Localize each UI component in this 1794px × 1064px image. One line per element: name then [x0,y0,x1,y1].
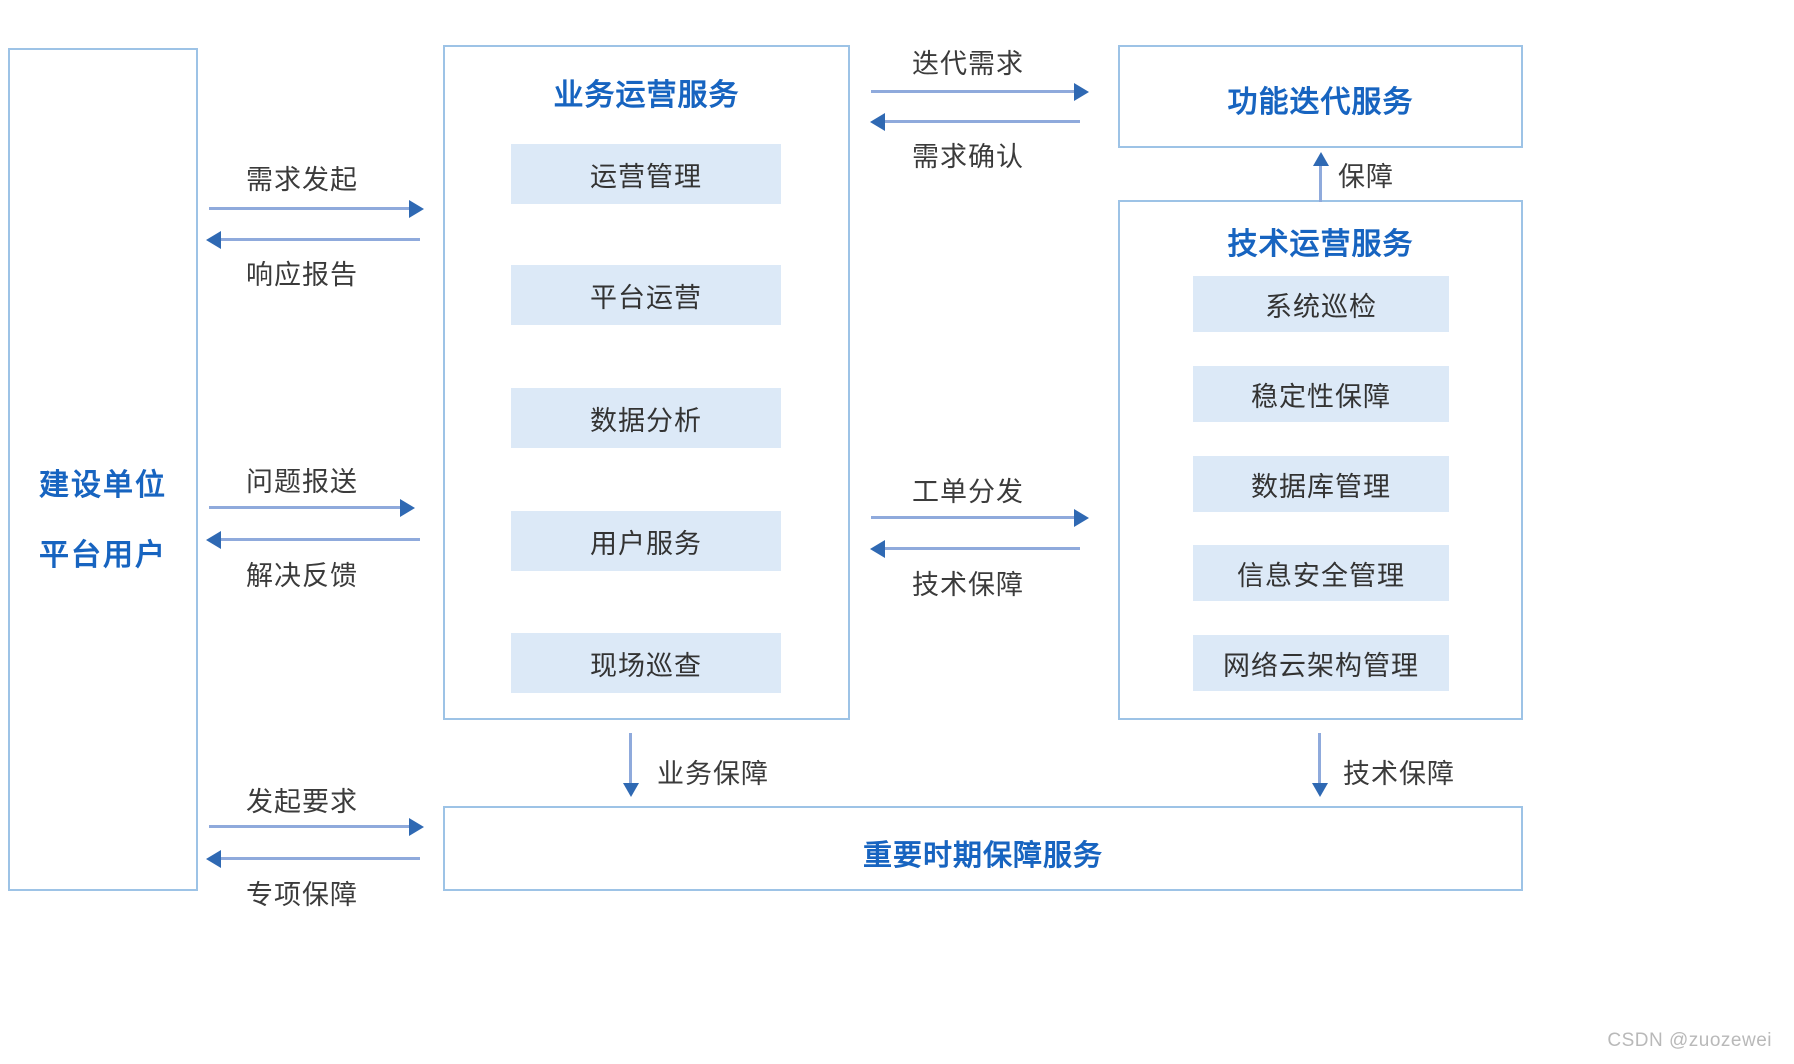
business-item-3-label: 用户服务 [590,528,702,559]
tech-item-2[interactable]: 数据库管理 [1193,456,1449,512]
edge-label-request-initiate: 发起要求 [246,787,358,817]
edge-label-business-guarantee: 业务保障 [657,759,769,789]
edge-label-tech-guarantee: 技术保障 [1343,759,1455,789]
edge-label-issue-report: 问题报送 [246,467,358,497]
actor-label-line-1: 建设单位 [39,469,167,502]
arrow-tech-guarantee-head-icon [1312,783,1328,797]
arrow-request-initiate-line [209,825,411,828]
edge-label-tech-support: 技术保障 [912,570,1024,600]
edge-label-issue-feedback: 解决反馈 [246,561,358,591]
function-iteration-panel-title: 功能迭代服务 [1227,86,1414,119]
arrow-business-guarantee-head-icon [623,783,639,797]
tech-item-2-label: 数据库管理 [1251,471,1391,502]
tech-item-0[interactable]: 系统巡检 [1193,276,1449,332]
tech-item-4-label: 网络云架构管理 [1223,650,1419,681]
arrow-issue-report-line [209,506,402,509]
arrow-tech-support-line [884,547,1080,550]
function-iteration-panel: 功能迭代服务 [1118,45,1523,148]
arrow-issue-report-head-icon [400,499,415,517]
arrow-issue-feedback-line [220,538,420,541]
arrow-demand-initiate-head-icon [409,200,424,218]
edge-label-iteration-demand: 迭代需求 [912,49,1024,79]
arrow-tech-guarantee-line [1318,733,1321,785]
arrow-support-head-icon [1313,152,1329,166]
business-item-0[interactable]: 运营管理 [511,144,781,204]
technical-operation-panel-title: 技术运营服务 [1227,228,1414,261]
edge-label-demand-confirm: 需求确认 [912,142,1024,172]
actor-panel: 建设单位 平台用户 [8,48,198,891]
tech-item-3-label: 信息安全管理 [1237,560,1405,591]
business-item-2-label: 数据分析 [590,405,702,436]
business-item-4-label: 现场巡查 [590,650,702,681]
edge-label-special-guarantee: 专项保障 [246,880,358,910]
business-item-0-label: 运营管理 [590,161,702,192]
tech-item-3[interactable]: 信息安全管理 [1193,545,1449,601]
business-item-1-label: 平台运营 [590,282,702,313]
arrow-demand-confirm-line [884,120,1080,123]
business-item-4[interactable]: 现场巡查 [511,633,781,693]
arrow-support-line [1319,166,1322,202]
edge-label-demand-initiate: 需求发起 [246,165,358,195]
critical-period-guarantee-panel-title: 重要时期保障服务 [862,840,1103,872]
tech-item-1[interactable]: 稳定性保障 [1193,366,1449,422]
arrow-special-guarantee-head-icon [206,850,221,868]
business-item-3[interactable]: 用户服务 [511,511,781,571]
arrow-business-guarantee-line [629,733,632,785]
arrow-ticket-dispatch-head-icon [1074,509,1089,527]
business-operation-panel-title: 业务运营服务 [553,79,740,112]
business-item-1[interactable]: 平台运营 [511,265,781,325]
arrow-response-report-head-icon [206,231,221,249]
edge-label-ticket-dispatch: 工单分发 [912,477,1024,507]
arrow-tech-support-head-icon [870,540,885,558]
edge-label-support: 保障 [1338,162,1394,192]
arrow-special-guarantee-line [220,857,420,860]
arrow-demand-initiate-line [209,207,411,210]
arrow-request-initiate-head-icon [409,818,424,836]
tech-item-4[interactable]: 网络云架构管理 [1193,635,1449,691]
arrow-demand-confirm-head-icon [870,113,885,131]
actor-label-line-2: 平台用户 [39,539,167,572]
arrow-ticket-dispatch-line [871,516,1076,519]
arrow-issue-feedback-head-icon [206,531,221,549]
watermark: CSDN @zuozewei [1607,1030,1772,1051]
arrow-response-report-line [220,238,420,241]
critical-period-guarantee-panel: 重要时期保障服务 [443,806,1523,891]
tech-item-1-label: 稳定性保障 [1251,381,1391,412]
edge-label-response-report: 响应报告 [246,260,358,290]
arrow-iteration-demand-head-icon [1074,83,1089,101]
business-item-2[interactable]: 数据分析 [511,388,781,448]
arrow-iteration-demand-line [871,90,1076,93]
tech-item-0-label: 系统巡检 [1265,291,1377,322]
